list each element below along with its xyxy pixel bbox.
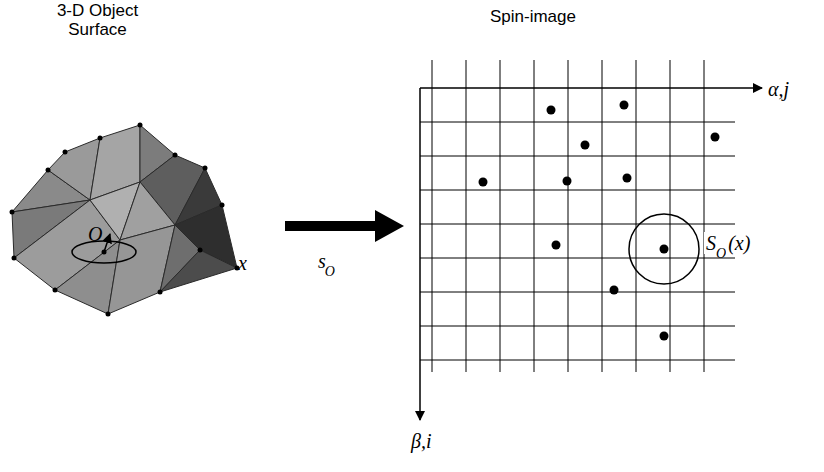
- mapping-arrow: [285, 210, 404, 242]
- axis-label: β,i: [411, 430, 432, 452]
- alpha-axis: [420, 87, 762, 89]
- title-label: 3-D Object Surface: [40, 2, 155, 39]
- normal-arrow: [104, 234, 110, 252]
- spin-points: [479, 101, 720, 341]
- spin-grid: [420, 60, 735, 372]
- highlight-circle: [629, 214, 699, 284]
- image-point-label: (x): [726, 232, 752, 254]
- image-point-subscript: O: [716, 246, 726, 261]
- title-label: Spin-image: [490, 8, 576, 27]
- map-subscript: O: [325, 264, 335, 279]
- axis-label: α,j: [768, 78, 789, 100]
- image-point-label: S: [704, 232, 718, 254]
- map-label: s: [318, 250, 326, 272]
- point-label: x: [238, 252, 247, 274]
- mesh-vertices: [10, 123, 240, 317]
- beta-axis: [419, 88, 421, 420]
- mesh-surface: [12, 125, 237, 314]
- point-label: O: [88, 223, 102, 245]
